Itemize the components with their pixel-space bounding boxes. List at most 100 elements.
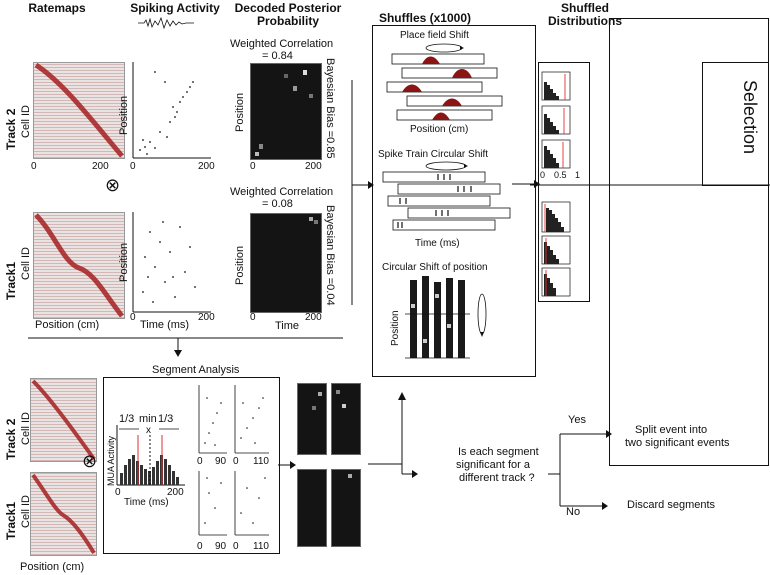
time-label: Time [275, 320, 300, 332]
raster-track1-position-label: Position [118, 242, 130, 282]
mua-histogram [116, 425, 185, 486]
posterior-track1-position-label: Position [234, 245, 246, 285]
track2-weighted-corr: Weighted Correlation [230, 38, 334, 50]
seg-raster-tick-90b: 90 [215, 541, 227, 552]
yes-label: Yes [568, 414, 586, 426]
cell-id-label-1: Cell ID [20, 104, 32, 138]
raster-track1 [132, 212, 211, 313]
seg-raster-tick-110a: 110 [253, 456, 269, 467]
header-shuffles: Shuffles (x1000) [378, 11, 472, 25]
circular-axis-label: Position [390, 310, 401, 346]
dist-tick-1: 1 [575, 170, 581, 180]
track1-bayesian-bias: Bayesian Bias =0.04 [324, 205, 336, 306]
segment-cell-id-1: Cell ID [20, 411, 32, 445]
position-cm-label-1: Position (cm) [35, 319, 100, 331]
third-right-label: 1/3 [158, 413, 174, 425]
bottom-separator [28, 337, 343, 357]
place-shift-axis-label: Position (cm) [410, 124, 469, 135]
posterior-track1-tick-200: 200 [305, 312, 322, 323]
ratemap-track2-tick-0: 0 [31, 161, 37, 172]
segment-track1-label: Track1 [4, 501, 18, 540]
place-field-shift-label: Place field Shift [400, 30, 469, 41]
spike-train-axis-label: Time (ms) [415, 238, 460, 249]
split-event-line-1: Split event into [635, 424, 708, 436]
seg-raster-tick-0d: 0 [233, 541, 239, 552]
segment-rasters [198, 385, 269, 536]
circular-shift-position-label: Circular Shift of position [382, 262, 488, 273]
cell-id-label-2: Cell ID [20, 246, 32, 280]
posterior-track2 [250, 63, 322, 160]
no-label: No [566, 506, 581, 518]
selection-divider [530, 184, 770, 186]
tensor-icon: ⊗ [105, 175, 121, 195]
track1-weighted-corr: Weighted Correlation [230, 186, 334, 198]
spike-waveform-icon [138, 17, 194, 29]
split-event-line-2: two significant events [625, 437, 730, 449]
raster-track1-tick-0: 0 [130, 312, 136, 323]
min-label: min [139, 413, 157, 425]
posterior-track2-tick-200: 200 [305, 161, 322, 172]
seg-posterior-2 [331, 383, 361, 455]
segment-analysis-title: Segment Analysis [152, 364, 240, 376]
distributions-frame [538, 62, 590, 302]
dist-tick-05: 0.5 [554, 170, 567, 180]
raster-track1-tick-200: 200 [198, 312, 215, 323]
question-line-2: significant for a [456, 459, 530, 471]
bracket-to-shuffles [351, 80, 374, 305]
discard-segments-label: Discard segments [627, 499, 716, 511]
seg-posterior-4 [331, 469, 361, 547]
seg-raster-tick-90a: 90 [215, 456, 227, 467]
selection-frame [609, 18, 769, 466]
seg-posterior-3 [297, 469, 327, 547]
posterior-track2-position-label: Position [234, 92, 246, 132]
header-spiking-activity: Spiking Activity [130, 1, 220, 15]
arrow-to-segment-posteriors [278, 461, 296, 469]
position-cm-label-2: Position (cm) [20, 561, 85, 573]
ratemap-track1 [33, 212, 125, 319]
third-left-label: 1/3 [119, 413, 135, 425]
track2-corr-value: = 0.84 [262, 50, 293, 62]
seg-raster-tick-110b: 110 [253, 541, 269, 552]
posterior-track1 [250, 213, 322, 313]
shuffles-box [372, 25, 536, 377]
question-line-1: Is each segment [458, 446, 539, 458]
question-line-3: different track ? [459, 472, 535, 484]
seg-posterior-1 [297, 383, 327, 455]
x-mark: x [146, 425, 151, 436]
raster-track2-tick-0: 0 [130, 161, 136, 172]
posterior-track2-tick-0: 0 [250, 161, 256, 172]
seg-raster-tick-0c: 0 [197, 541, 203, 552]
selection-label: Selection [740, 80, 760, 155]
posterior-track1-tick-0: 0 [250, 312, 256, 323]
raster-track2-position-label: Position [118, 95, 130, 135]
seg-raster-tick-0b: 0 [233, 456, 239, 467]
raster-track2 [132, 62, 211, 159]
arrow-to-distributions [512, 180, 540, 188]
seg-raster-tick-0a: 0 [197, 456, 203, 467]
track2-bayesian-bias: Bayesian Bias =0.85 [324, 58, 336, 159]
segment-cell-id-2: Cell ID [20, 494, 32, 528]
dist-tick-0: 0 [540, 170, 546, 180]
segment-tensor-icon: ⊗ [82, 451, 98, 471]
track2-label: Track 2 [4, 108, 18, 150]
ratemap-track2 [33, 62, 125, 159]
mua-time-label: Time (ms) [124, 497, 169, 508]
raster-track2-tick-200: 200 [198, 161, 215, 172]
time-ms-label-1: Time (ms) [140, 319, 190, 331]
segment-track2-label: Track 2 [4, 418, 18, 460]
track1-corr-value: = 0.08 [262, 198, 293, 210]
mua-activity-label: MUA Activity [106, 435, 116, 486]
shuffled-histograms [541, 71, 571, 297]
mua-tick-200: 200 [167, 487, 184, 498]
spike-train-shift-label: Spike Train Circular Shift [378, 149, 489, 160]
spike-train-shift-diagram [382, 161, 511, 231]
ratemap-track2-tick-200: 200 [92, 161, 109, 172]
segment-ratemap-track2 [30, 378, 97, 462]
track1-label: Track1 [4, 261, 18, 300]
place-field-shift-diagram [386, 43, 503, 121]
mua-tick-0: 0 [115, 487, 121, 498]
segment-ratemap-track1 [30, 472, 97, 556]
header-ratemaps: Ratemaps [28, 1, 86, 15]
